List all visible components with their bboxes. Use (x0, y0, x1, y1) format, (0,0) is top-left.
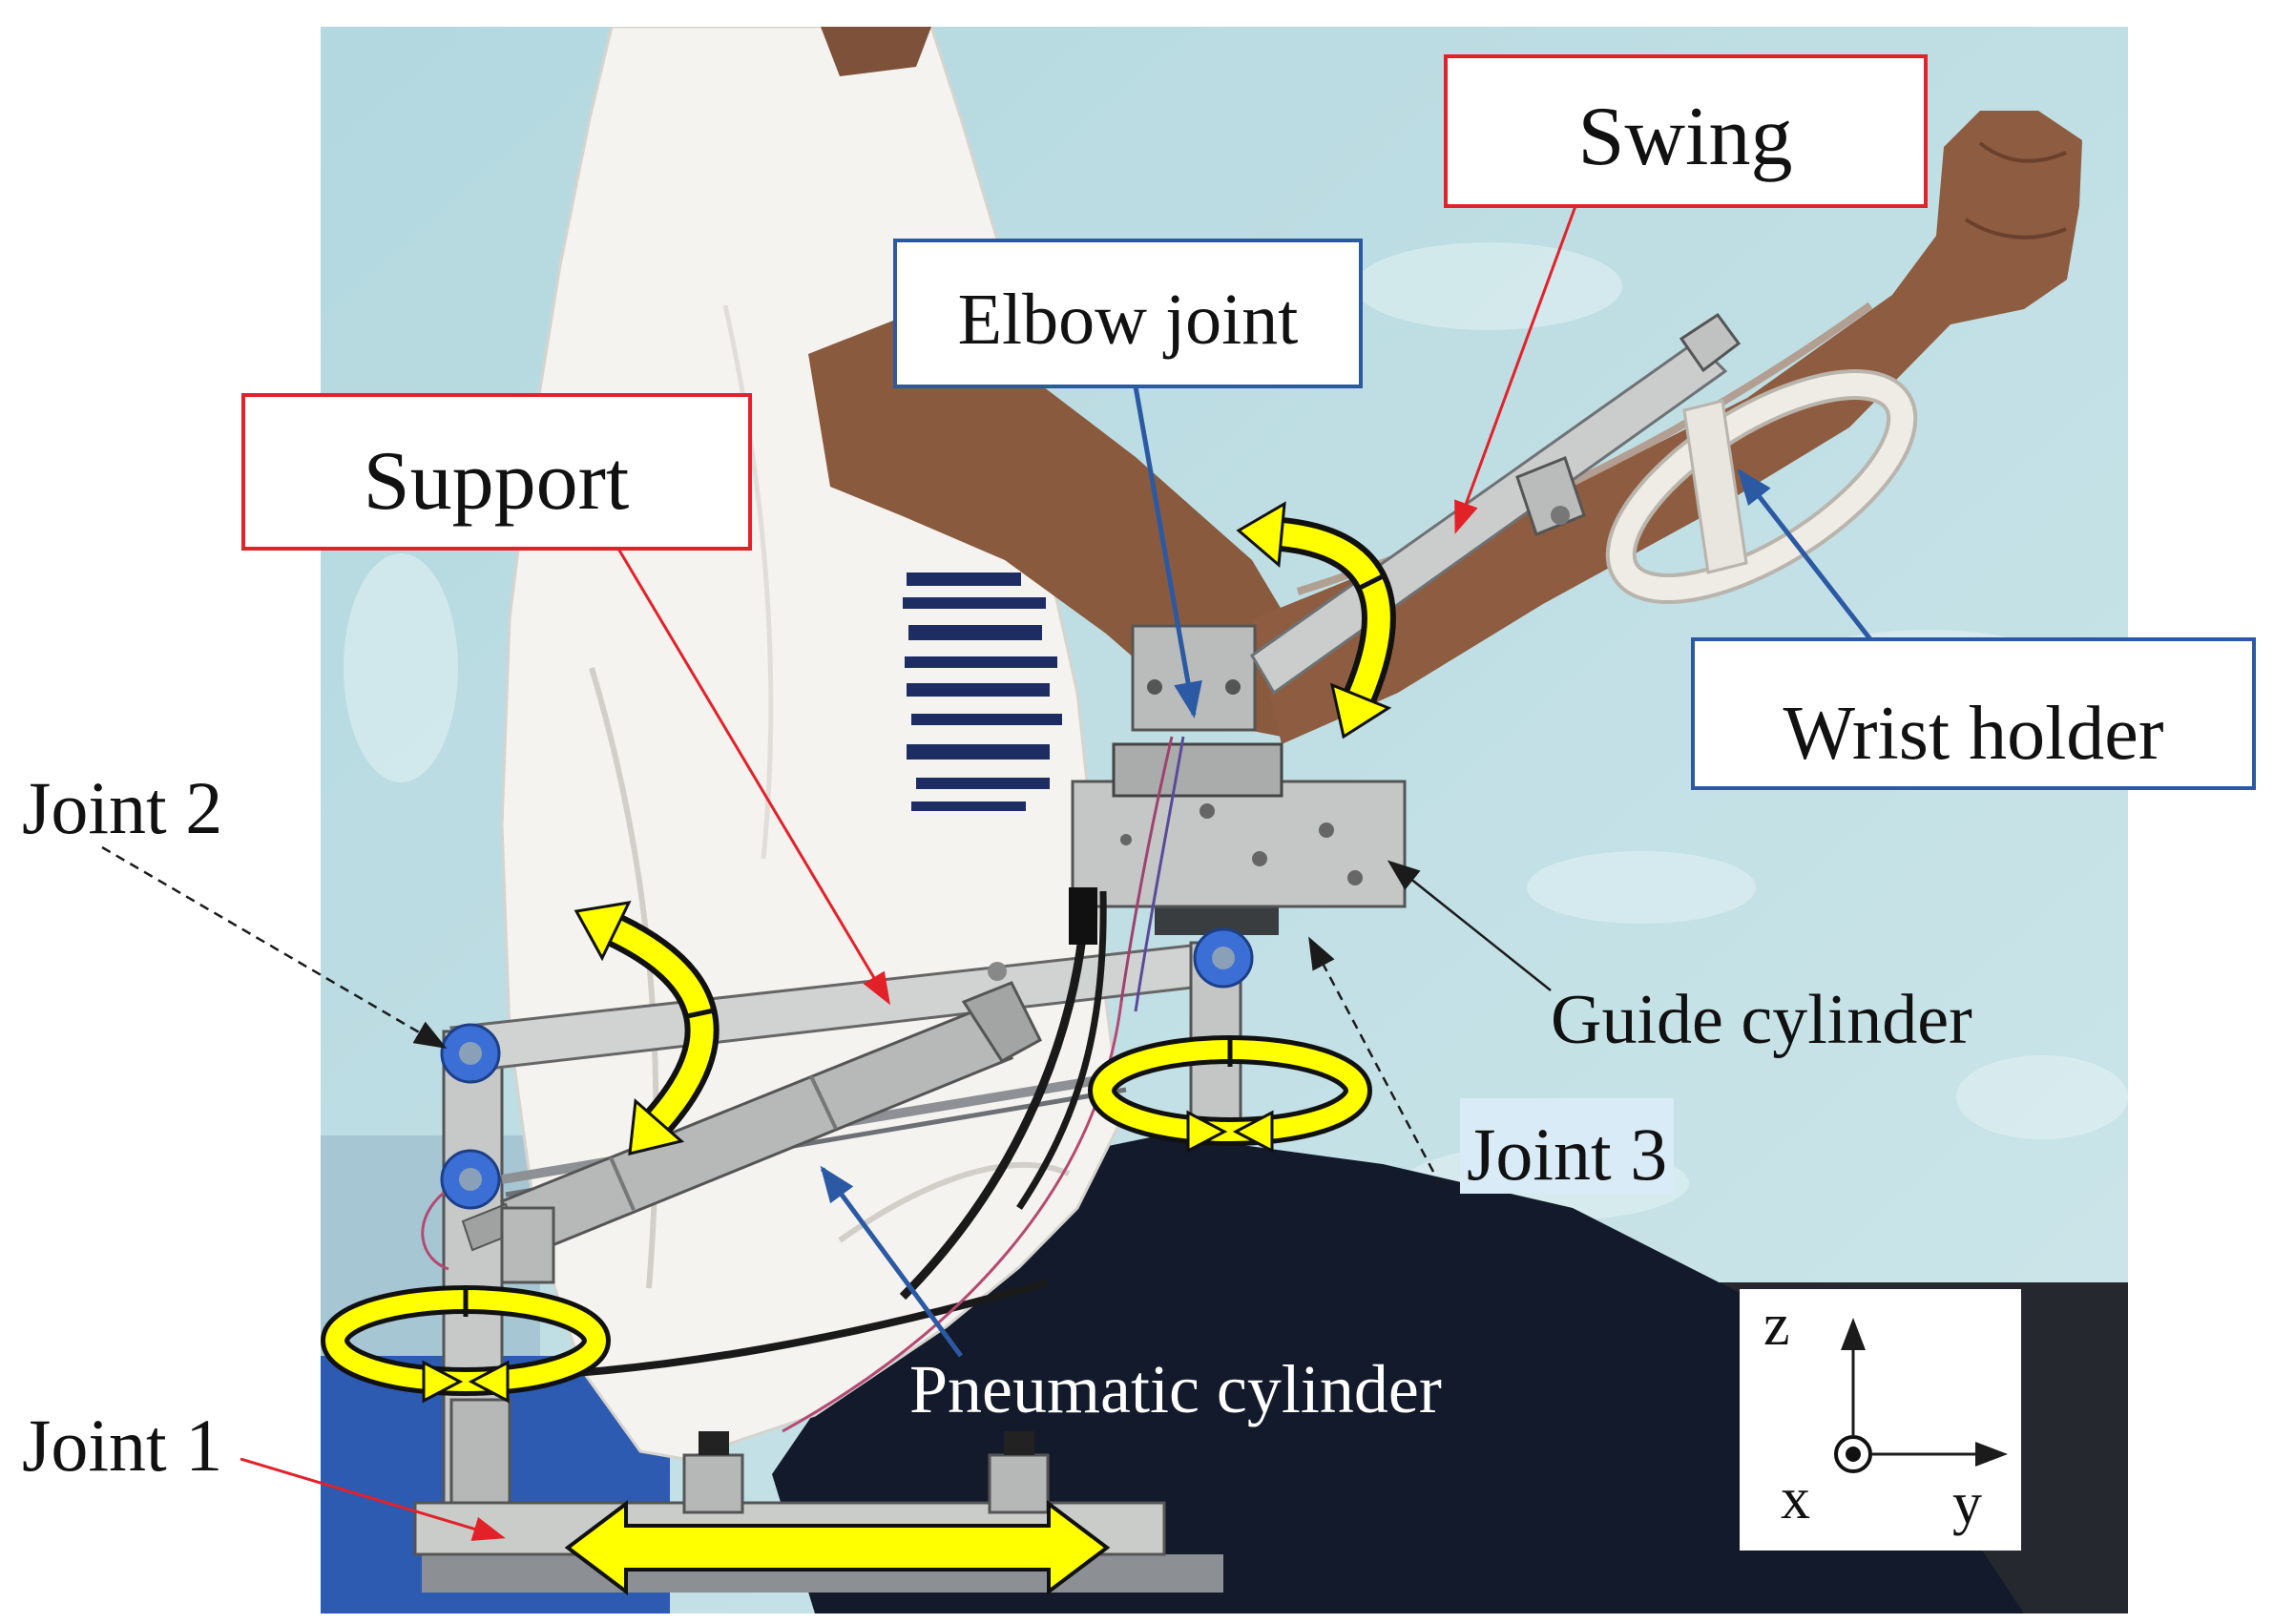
cylinder-fitting (961, 981, 1042, 1063)
linear-slide-double-arrow (564, 1499, 1111, 1596)
rubber-foot (699, 1431, 729, 1455)
joint-3-label: Joint 3 (1467, 1113, 1667, 1196)
x-axis-label: x (1781, 1467, 1810, 1531)
joint-1-ring-arrowhead (468, 1360, 510, 1404)
joint-pin-center (1212, 947, 1235, 969)
block-hole (1120, 834, 1132, 845)
block-hole (1319, 822, 1334, 838)
bracket-screw (1225, 679, 1241, 695)
wrist-holder-strap (1682, 399, 1748, 574)
motion-arrows (321, 501, 1396, 1596)
neck (821, 27, 931, 76)
sensor-block (1112, 742, 1283, 798)
elbow-joint-leader-line (1133, 385, 1202, 718)
forearm-bracket-bolt (1551, 506, 1570, 525)
x-axis-out-of-page-dot (1846, 1447, 1861, 1462)
joint-2-rotation-arrowhead (574, 901, 632, 962)
wrist-holder-label: Wrist holder (1784, 692, 2164, 776)
joint-1-label: Joint 1 (22, 1404, 222, 1487)
cylinder-ring (809, 1075, 838, 1130)
pants (772, 1135, 2024, 1614)
elbow-rotation-divider (1356, 573, 1387, 592)
elbow-rotation-arrowhead (1236, 501, 1286, 569)
callouts: Swing Elbow joint Support Wrist holder (241, 54, 2256, 790)
wrist-bar-end (1679, 312, 1742, 373)
stripe (907, 744, 1050, 760)
joint-2-leader-line (101, 845, 448, 1050)
wall-spot (1956, 1055, 2128, 1139)
plain-labels: Joint 2 Guide cylinder Joint 3 Pneumatic… (22, 766, 1972, 1487)
knuckle-crease (1964, 218, 2067, 239)
shirt-stripes (903, 573, 1062, 811)
joint-2-label: Joint 2 (22, 766, 222, 849)
stripe (903, 597, 1046, 609)
joint-pin-center (459, 1168, 482, 1191)
stripe (911, 802, 1026, 811)
elbow-joint-label: Elbow joint (958, 280, 1299, 360)
signal-wire (421, 1191, 449, 1271)
stripe (908, 625, 1042, 640)
joint-3-ring-arrowhead (1232, 1110, 1274, 1154)
signal-wire (1134, 736, 1185, 1012)
swing-callout-box (1444, 54, 1928, 208)
base-post (988, 1453, 1050, 1514)
coordinate-axes: z x y (1740, 1289, 2021, 1551)
joint-3-leader-line (1308, 936, 1443, 1187)
cylinder-ring (609, 1156, 636, 1211)
wall-spot (344, 553, 458, 782)
block-hole (1200, 803, 1215, 819)
support-leader-line (616, 548, 891, 1006)
joint-2-rotation-arrowhead (628, 1097, 685, 1156)
swing-label: Swing (1578, 91, 1793, 183)
joint-3-label-background (1460, 1098, 1674, 1194)
joint-1-ring-arrowhead (422, 1360, 464, 1404)
wall-spot (1355, 242, 1622, 330)
knuckle-crease (1978, 141, 2067, 163)
z-axis-label: z (1763, 1293, 1790, 1358)
support-bar-hole (988, 962, 1007, 981)
clevis-block (500, 1206, 555, 1284)
elbow-joint-callout-box (893, 239, 1363, 388)
wrist-holder-callout-box (1691, 637, 2256, 790)
wall-spot (1527, 851, 1756, 924)
bracket-screw (1147, 679, 1162, 695)
joint-pin-center (459, 1042, 482, 1065)
forearm-and-fist (1252, 111, 2082, 744)
elbow-rotation-arrowhead (1329, 682, 1392, 739)
block-hole (1347, 870, 1363, 885)
joint-2-rotation-divider (686, 1008, 715, 1019)
block-hole (1252, 851, 1267, 866)
joint-3-ring-arrowhead (1186, 1110, 1228, 1154)
base-post (682, 1453, 744, 1514)
black-cable (899, 906, 1090, 1301)
shirt-fold (722, 304, 774, 860)
joint-1-leader-line (240, 1457, 506, 1541)
guide-cylinder-label: Guide cylinder (1551, 981, 1972, 1059)
stripe (916, 778, 1050, 789)
swing-leader-line (1454, 205, 1577, 534)
pneumatic-cylinder-label: Pneumatic cylinder (909, 1351, 1442, 1427)
support-label: Support (364, 435, 630, 528)
black-cable (1016, 890, 1107, 1210)
rubber-foot (1004, 1431, 1034, 1455)
signal-wire (1119, 736, 1174, 1003)
stripe (907, 683, 1050, 697)
left-lower-post (449, 1398, 511, 1516)
stripe (905, 656, 1057, 668)
support-callout-box (241, 393, 752, 551)
wrist-holder-leader-line (1737, 468, 1872, 641)
axes-box (1740, 1289, 2021, 1551)
pneumatic-cylinder-leader-line (820, 1165, 964, 1358)
leader-lines (101, 205, 1872, 1541)
stripe (907, 573, 1021, 586)
stripe (911, 714, 1062, 725)
guide-cylinder-leader-line (1387, 860, 1552, 991)
y-axis-label: y (1952, 1471, 1982, 1536)
cable-connector (1069, 887, 1097, 945)
